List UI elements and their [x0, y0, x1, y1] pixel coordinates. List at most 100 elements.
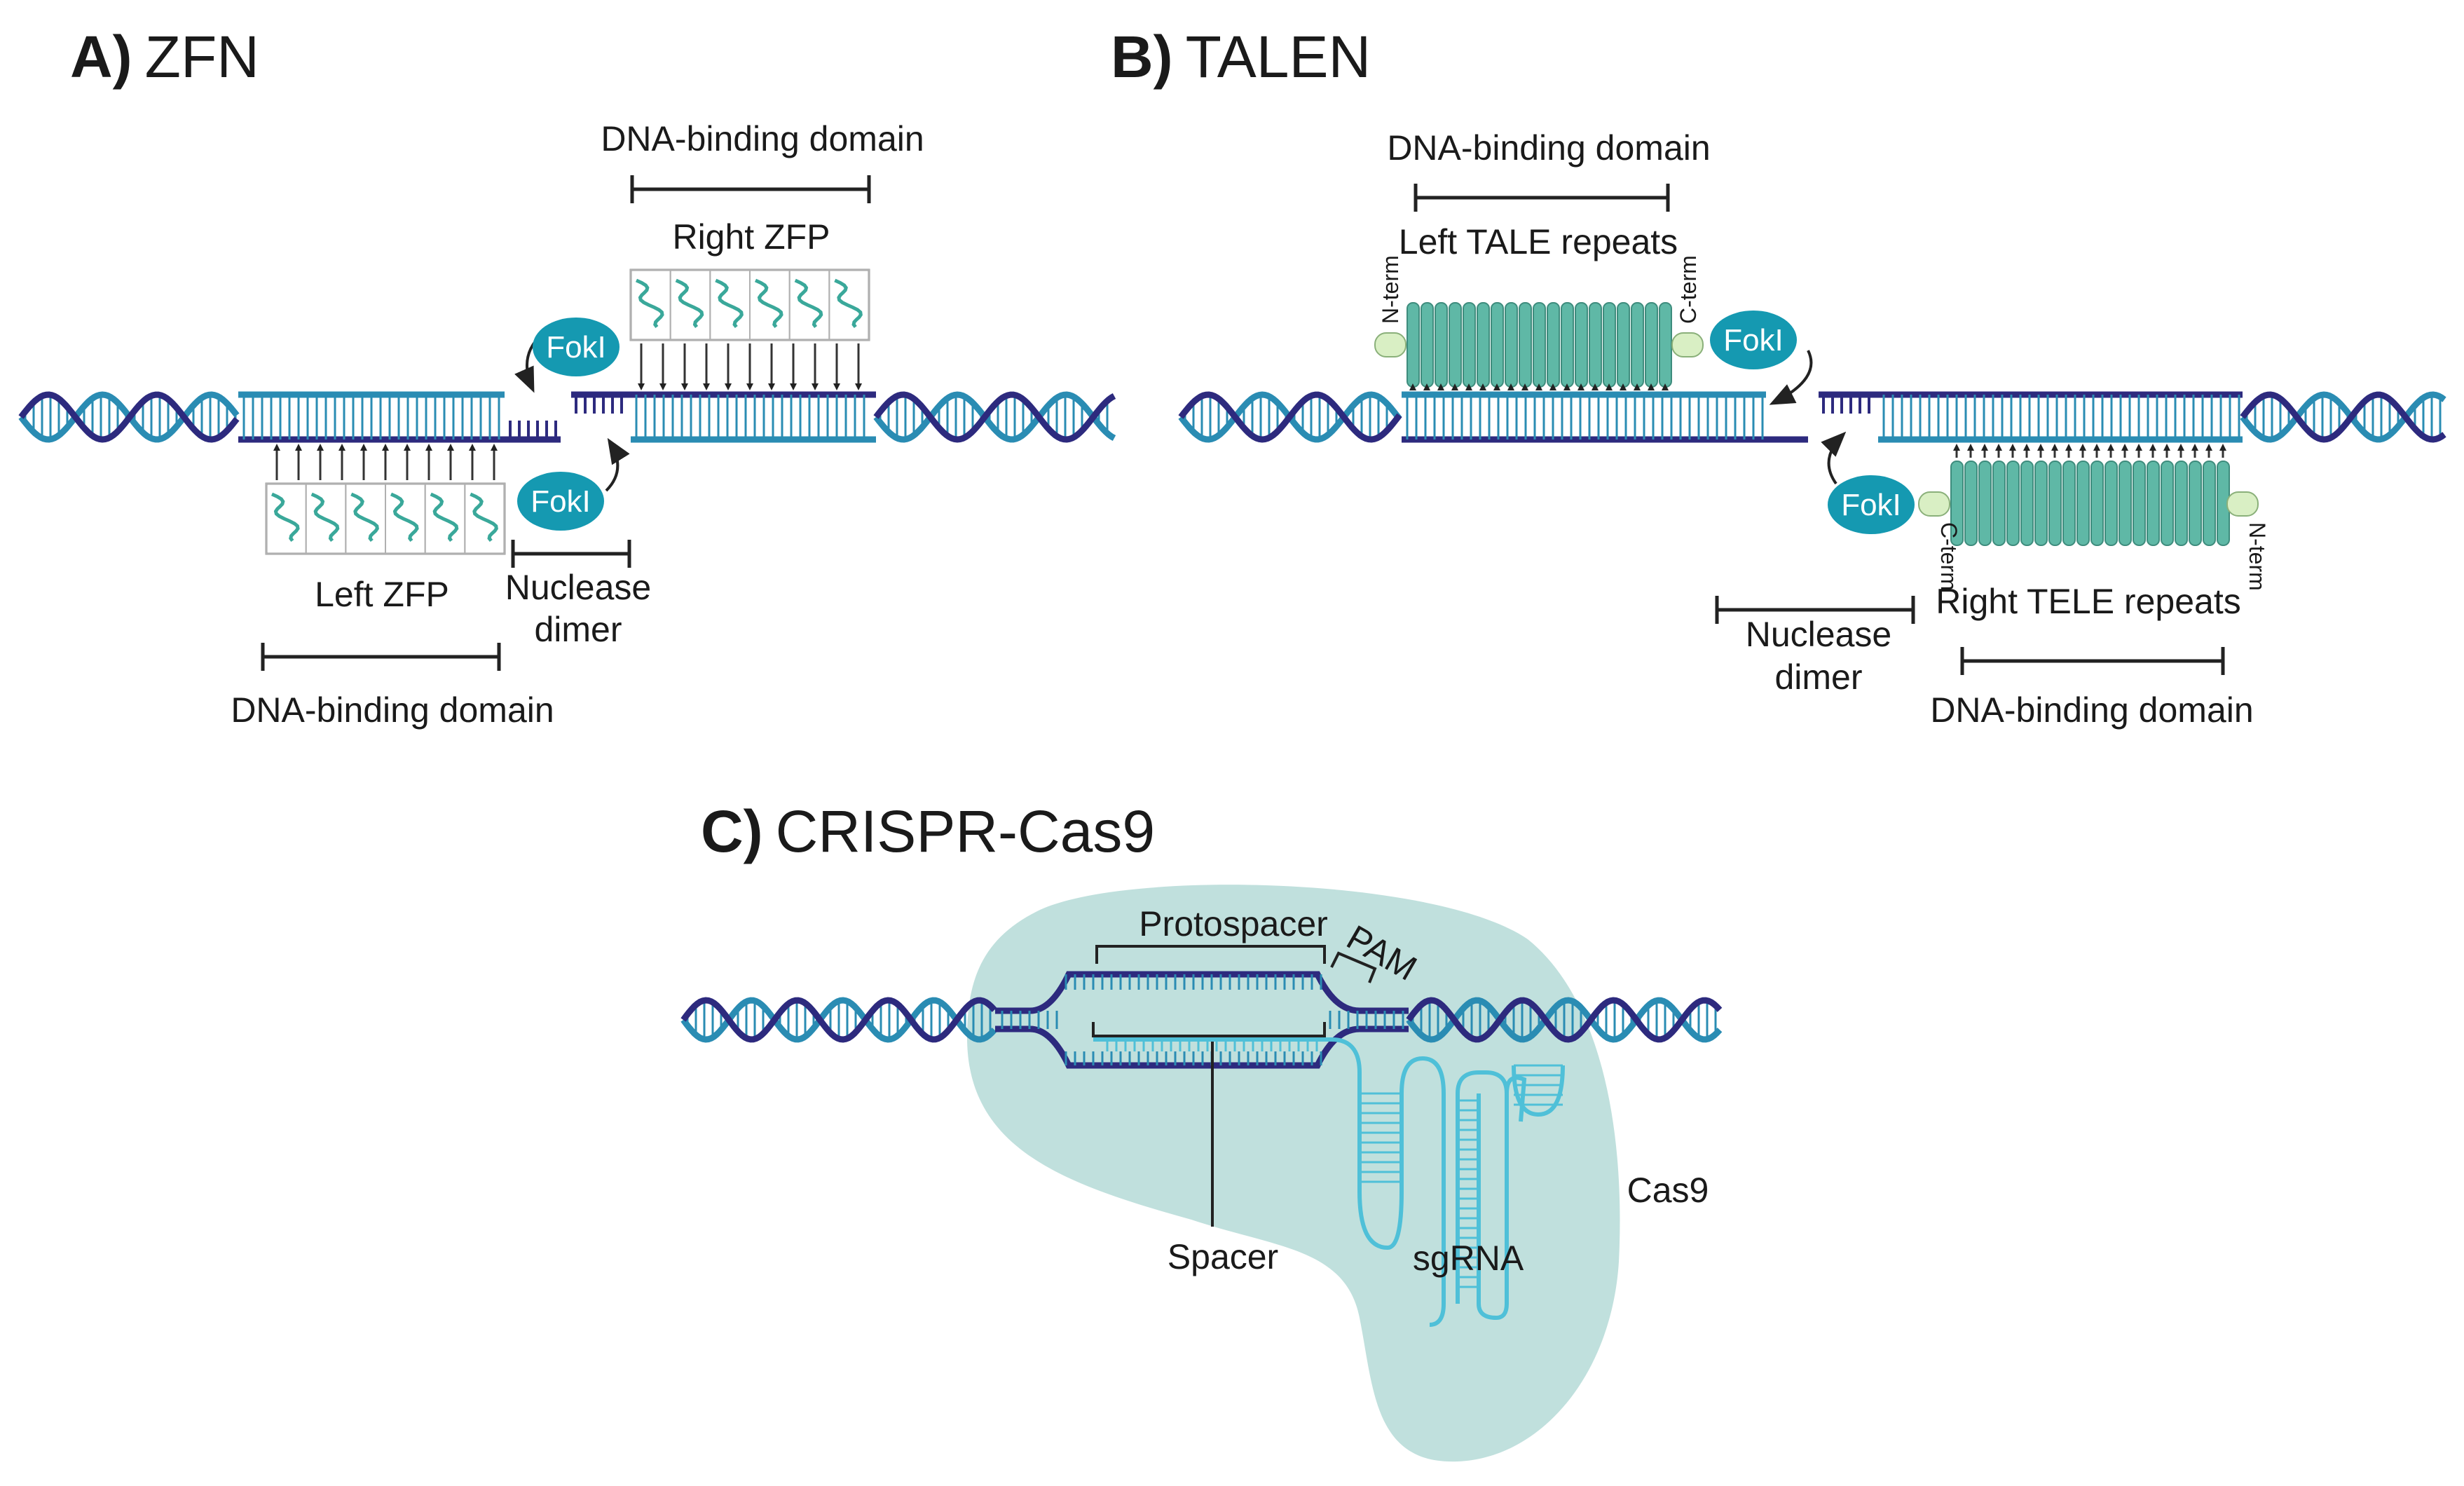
- helix-strand-dark: [2240, 391, 2446, 443]
- tale-repeat: [2203, 461, 2216, 546]
- tale-repeat: [1603, 302, 1616, 388]
- tale-repeat: [1659, 302, 1672, 388]
- zfn-dna-binding-bottom-label: DNA-binding domain: [231, 690, 554, 730]
- tale-repeat: [1519, 302, 1532, 388]
- talen-fokl-bottom-label: FokI: [1841, 488, 1901, 522]
- tale-repeat: [2133, 461, 2146, 546]
- zfp-finger-coil: [675, 278, 704, 328]
- tale-repeat: [2048, 461, 2062, 546]
- zfp-finger-coil: [794, 278, 823, 328]
- tale-repeat: [1547, 302, 1560, 388]
- talen-c-term-top-cap: [1671, 332, 1704, 357]
- talen-n-term-top-label: N-term: [1378, 255, 1403, 324]
- zfp-finger-coil: [430, 492, 459, 542]
- tale-repeat: [1477, 302, 1490, 388]
- protospacer-label: Protospacer: [1139, 904, 1328, 943]
- zfp-finger-coil: [470, 492, 498, 543]
- zfp-finger-coil: [271, 492, 300, 542]
- zfn-bottom-bracket: [261, 643, 501, 671]
- zfp-finger-coil: [350, 492, 379, 543]
- helix-strand-light: [2240, 391, 2446, 443]
- tale-repeat: [2034, 461, 2048, 546]
- svg-text:B)TALEN: B)TALEN: [1111, 24, 1371, 90]
- talen-n-term-bottom-label: N-term: [2245, 522, 2270, 591]
- helix-strand-dark: [680, 997, 997, 1043]
- zfp-finger-coil: [310, 492, 340, 542]
- zfn-fokl-top: FokI: [514, 318, 620, 393]
- zfp-finger-box: [464, 483, 505, 554]
- talen-nuclease-label-1: Nuclease: [1746, 615, 1891, 654]
- talen-left-tale-repeats: N-term C-term: [1374, 255, 1704, 390]
- tale-repeat: [1978, 461, 1992, 546]
- tale-repeat: [1575, 302, 1588, 388]
- sgrna-strand: [1093, 1037, 1565, 1327]
- tale-repeat: [2006, 461, 2020, 546]
- zfn-nuclease-label-1: Nuclease: [505, 568, 651, 607]
- talen-left-tale-label: Left TALE repeats: [1399, 222, 1678, 261]
- zfn-nuclease-label-2: dimer: [534, 610, 622, 649]
- tale-repeat: [1964, 461, 1978, 546]
- tale-repeat: [1421, 302, 1434, 388]
- helix-strand-dark: [1178, 391, 1402, 443]
- talen-fokl-bottom: FokI: [1821, 431, 1915, 534]
- talen-c-term-top-label: C-term: [1676, 255, 1701, 324]
- panel-title-talen: TALEN: [1186, 24, 1371, 90]
- tale-repeat: [2090, 461, 2104, 546]
- tale-repeat: [1406, 302, 1420, 388]
- helix-strand-dark: [18, 391, 240, 443]
- tale-repeat: [1491, 302, 1504, 388]
- talen-right-tele-repeats: C-term N-term: [1918, 444, 2270, 591]
- sgrna-label: sgRNA: [1413, 1239, 1524, 1278]
- helix-strand-light: [680, 997, 997, 1043]
- talen-fokl-top-label: FokI: [1723, 323, 1784, 357]
- talen-dna-helix: [1178, 391, 2446, 443]
- crispr-dna-helix: [680, 971, 1723, 1069]
- tale-repeat: [1992, 461, 2006, 546]
- protospacer-bracket: [1092, 945, 1377, 1227]
- talen-nuclease-bracket: [1715, 596, 1915, 624]
- talen-nuclease-label-2: dimer: [1774, 657, 1862, 697]
- tale-repeat: [2175, 461, 2188, 546]
- zfn-dna-binding-top-label: DNA-binding domain: [601, 119, 924, 158]
- spacer-label: Spacer: [1168, 1237, 1278, 1276]
- tale-repeat: [2161, 461, 2174, 546]
- tale-repeat: [2119, 461, 2132, 546]
- tale-repeat: [1561, 302, 1574, 388]
- zfp-finger-box: [828, 269, 870, 341]
- tale-repeat: [2062, 461, 2076, 546]
- zfn-dna-helix: [18, 391, 1116, 443]
- svg-text:C)CRISPR-Cas9: C)CRISPR-Cas9: [701, 798, 1155, 864]
- talen-c-term-bottom-cap: [1918, 491, 1950, 517]
- tale-repeat: [1505, 302, 1518, 388]
- tale-repeat: [1950, 461, 1964, 546]
- tale-repeat: [1631, 302, 1644, 388]
- zfp-finger-coil: [390, 492, 419, 542]
- panel-crispr: C)CRISPR-Cas9 Protospacer PAM Spacer sgR…: [680, 798, 1723, 1462]
- zfn-left-zfp-label: Left ZFP: [315, 575, 449, 614]
- talen-n-term-bottom-cap: [2226, 491, 2259, 517]
- zfn-fokl-top-label: FokI: [546, 330, 606, 364]
- panel-title-crispr: CRISPR-Cas9: [776, 798, 1155, 864]
- panel-letter-b: B): [1111, 24, 1173, 90]
- tale-repeat: [1617, 302, 1630, 388]
- talen-n-term-top-cap: [1374, 332, 1406, 357]
- helix-strand-dark: [873, 391, 1116, 443]
- zfn-fokl-bottom: FokI: [517, 437, 630, 531]
- panel-talen: B)TALEN DNA-binding domain Left TALE rep…: [1111, 24, 2446, 730]
- sgrna-base-pairs: [1106, 1039, 1563, 1288]
- talen-dna-binding-bottom-label: DNA-binding domain: [1930, 690, 2253, 730]
- talen-bottom-bracket: [1960, 647, 2225, 675]
- zfp-finger-coil: [635, 278, 664, 328]
- talen-top-bracket: [1414, 184, 1670, 212]
- panel-zfn: A)ZFN FokI FokI DNA-binding domain: [18, 24, 1116, 730]
- helix-strand-dark: [1406, 997, 1723, 1043]
- tale-repeat: [1449, 302, 1462, 388]
- tale-repeat: [2189, 461, 2202, 546]
- cas9-protein: [967, 885, 1620, 1462]
- talen-c-term-bottom-label: C-term: [1936, 522, 1962, 591]
- tale-repeat: [2076, 461, 2090, 546]
- tale-repeat: [1645, 302, 1658, 388]
- talen-right-tele-label: Right TELE repeats: [1936, 582, 2240, 621]
- zfn-nuclease-bracket: [511, 540, 631, 568]
